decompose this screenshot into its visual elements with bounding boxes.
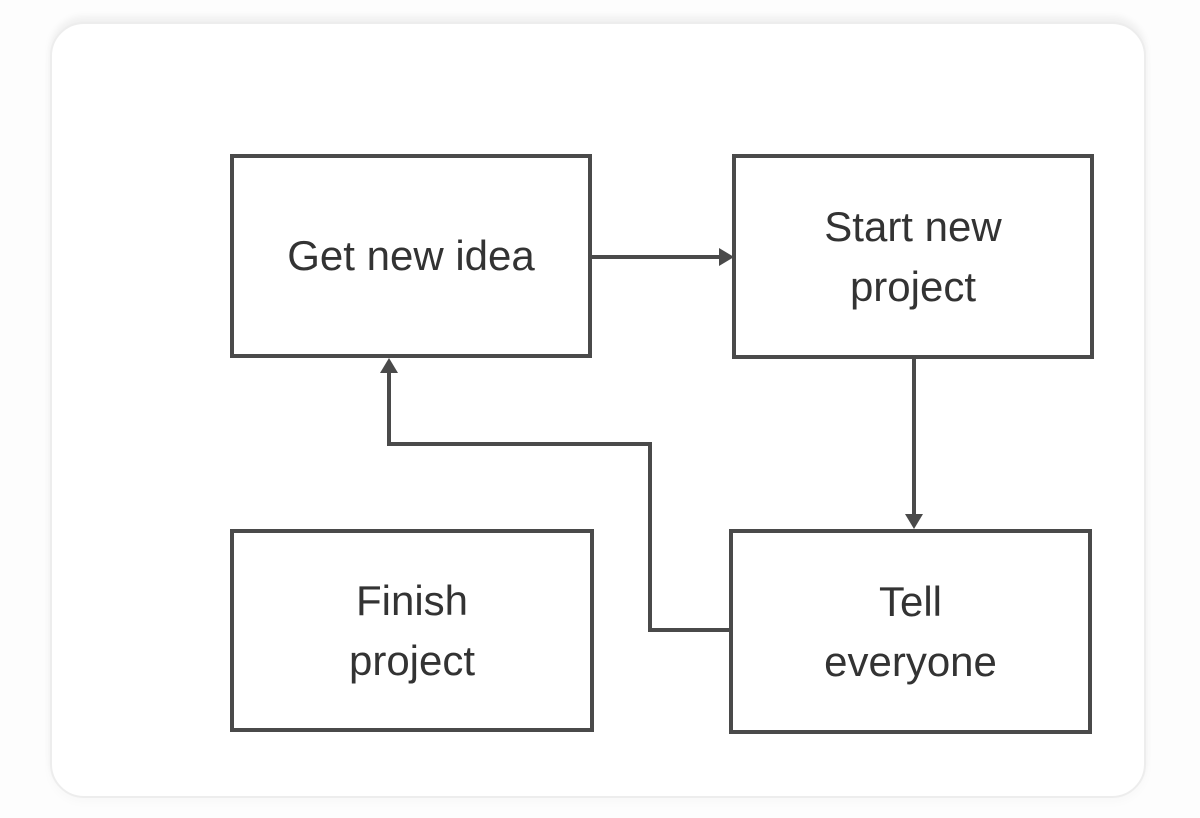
edge-tell-to-idea-arrowhead-icon [380,358,398,373]
flowchart-canvas: Get new idea Start new project Finish pr… [52,24,1144,796]
node-get-new-idea: Get new idea [230,154,592,358]
node-tell-everyone-label: Tell everyone [824,577,997,685]
edge-tell-to-idea-segment-4 [387,373,391,446]
edge-tell-to-idea-segment-2 [648,442,652,632]
flowchart-card: Get new idea Start new project Finish pr… [50,22,1146,798]
edge-tell-to-idea-segment-3 [387,442,652,446]
node-finish-project-label: Finish project [348,576,476,684]
edge-project-to-tell-line [912,359,916,516]
node-tell-everyone: Tell everyone [729,529,1092,734]
node-start-new-project: Start new project [732,154,1094,359]
node-get-new-idea-label: Get new idea [287,232,535,280]
edge-idea-to-project-line [592,255,720,259]
node-start-new-project-label: Start new project [824,202,1002,310]
edge-tell-to-idea-segment-1 [648,628,729,632]
edge-idea-to-project-arrowhead-icon [719,248,734,266]
node-finish-project: Finish project [230,529,594,732]
edge-project-to-tell-arrowhead-icon [905,514,923,529]
